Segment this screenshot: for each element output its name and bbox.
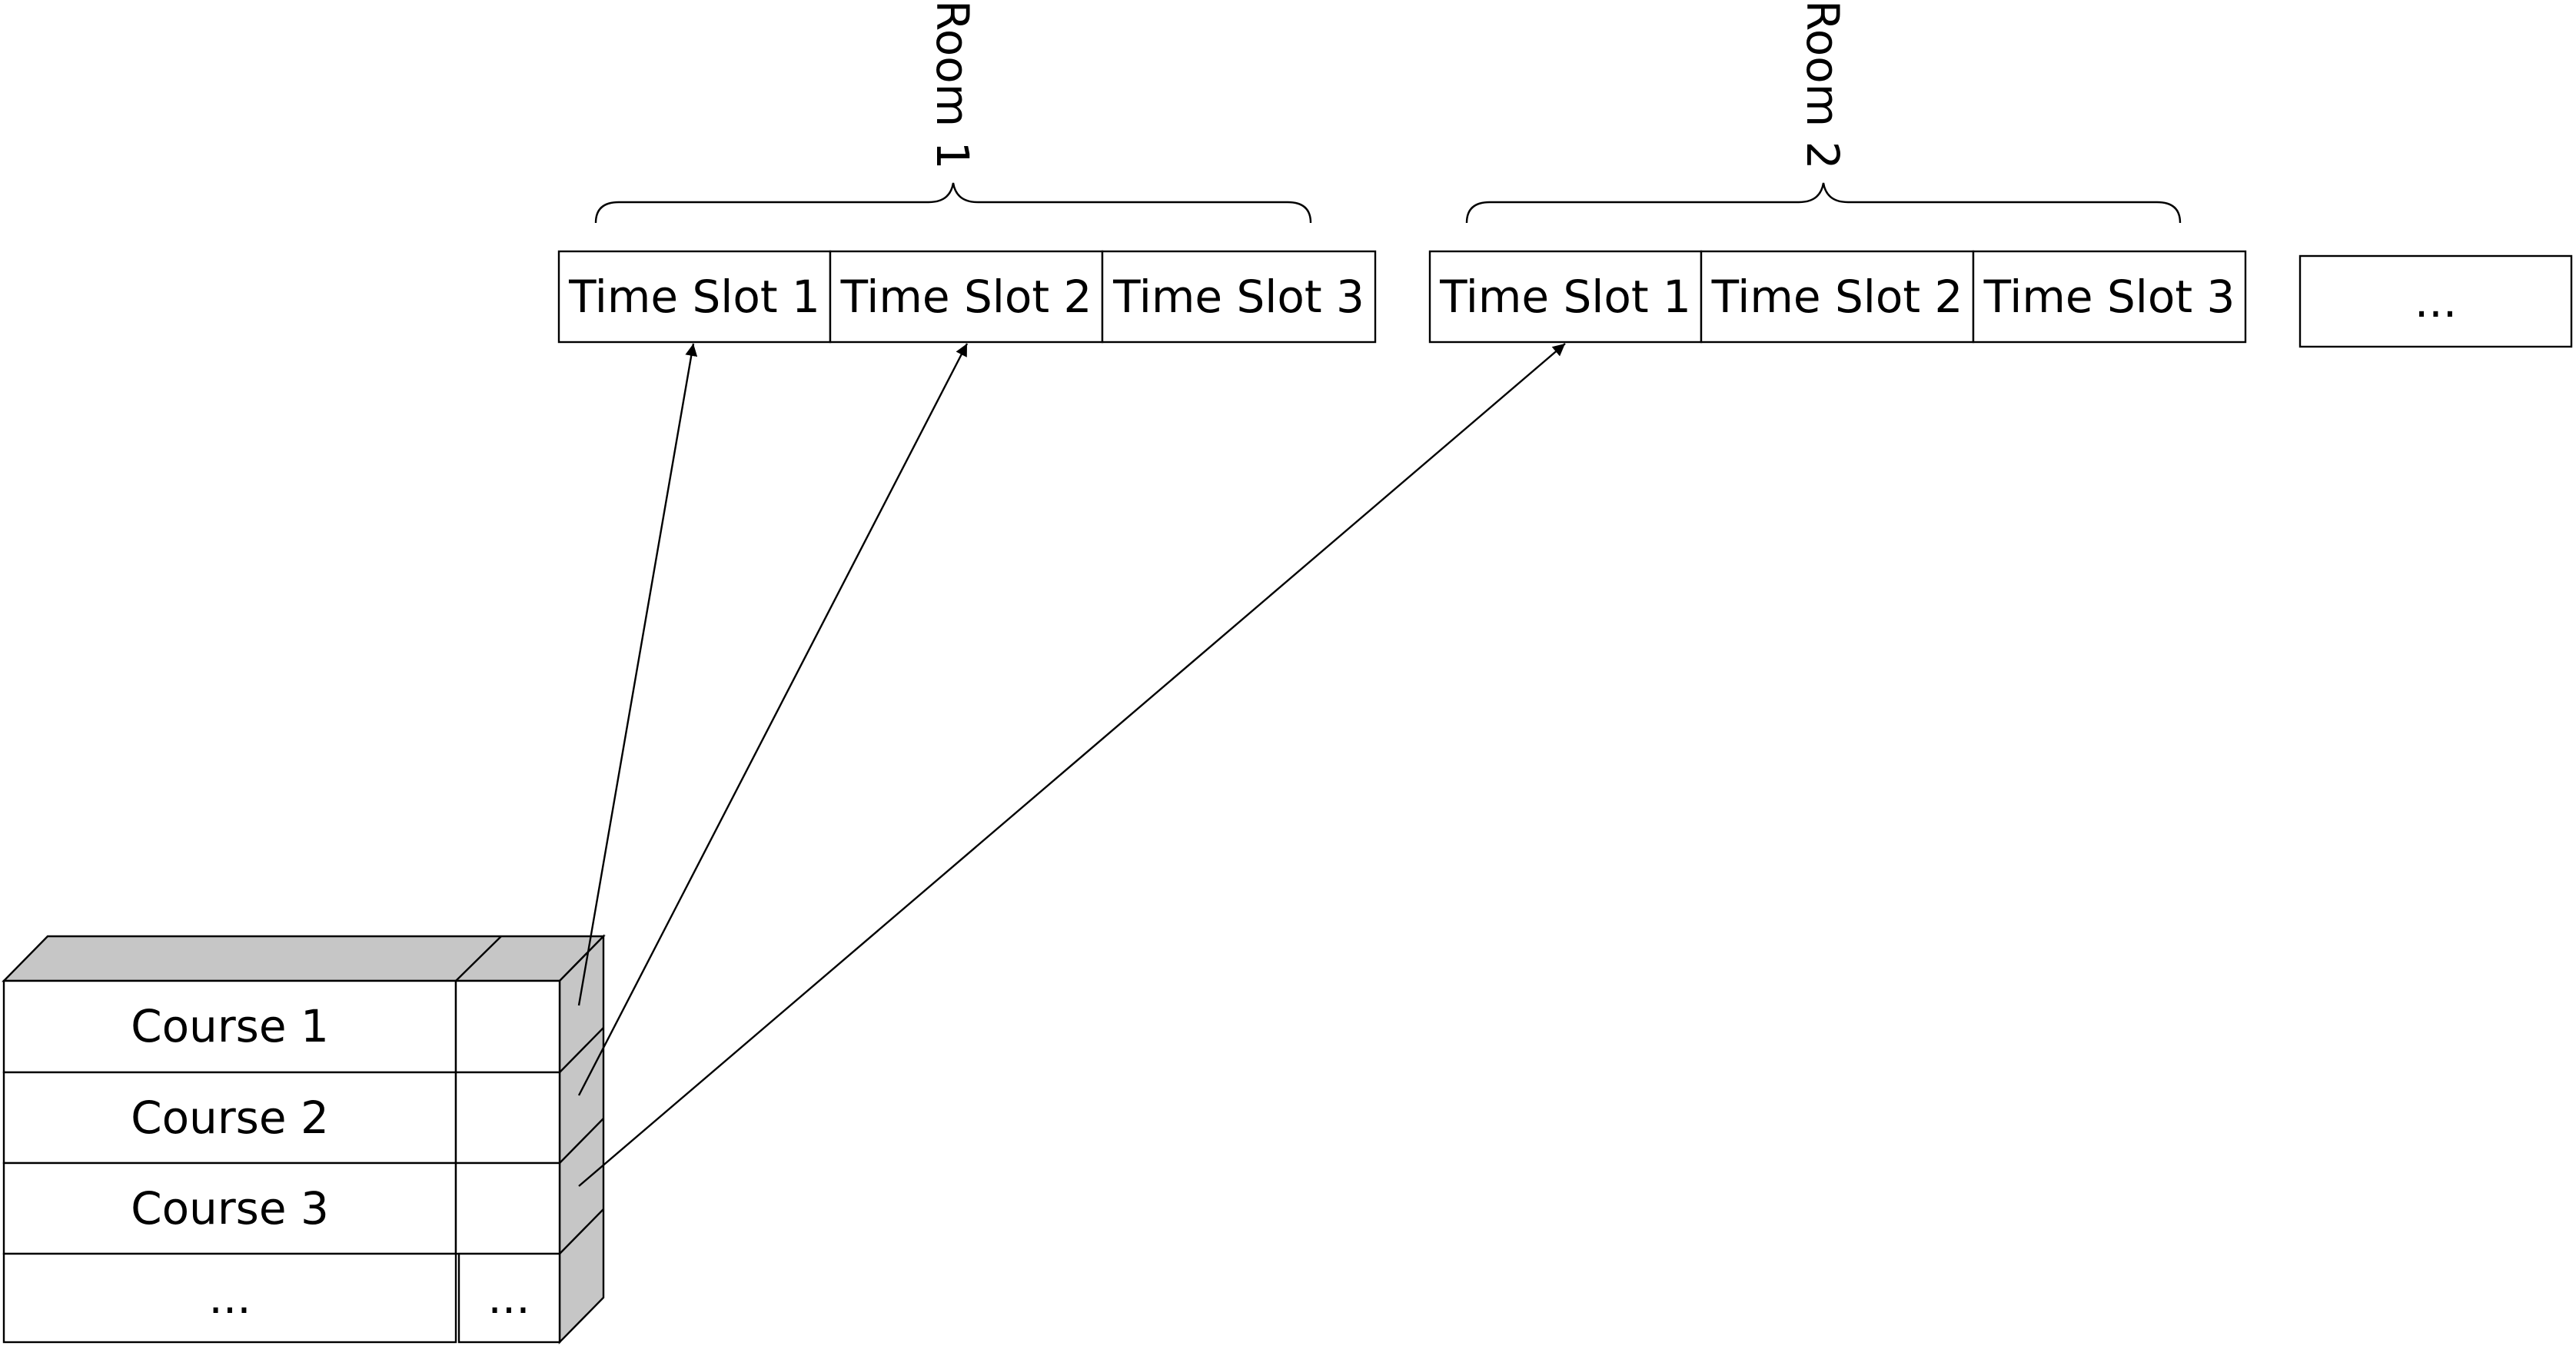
room-2-time-slot-1-label: Time Slot 1 [1439,271,1691,323]
course-stack: Course 1 Course 2 Course 3 ... ... [2,934,606,1344]
course-stack-side-divider-2 [559,1118,604,1164]
course-more-assign-label: ... [487,1271,530,1324]
assignment-arrow-course-2-to-room-1-slot-2 [577,343,969,1096]
room-1-time-slot-2-box [829,250,1104,344]
room-2-time-slot-3-label: Time Slot 3 [1983,271,2235,323]
assignment-arrow-course-3-to-room-2-slot-1 [578,343,1566,1187]
room-1-time-slot-3-box [1101,250,1377,344]
room-1-time-slot-2-label: Time Slot 2 [840,271,1092,323]
course-2-cell [2,1071,457,1165]
more-rooms-box [2298,254,2573,348]
course-1-label: Course 1 [131,1000,329,1052]
room-1-time-slot-1-box [557,250,832,344]
room-1-time-slot-3-label: Time Slot 3 [1112,271,1364,323]
course-stack-side-divider-3 [559,1208,604,1255]
room-2-time-slot-1-box [1428,250,1703,344]
course-stack-side-divider-1 [559,1027,604,1073]
room-1-group: Room 1 Time Slot 1 Time Slot 2 Time Slot… [557,0,1377,344]
room-2-time-slot-3-box [1972,250,2247,344]
course-stack-side-face [558,934,605,1344]
room-1-label: Room 1 [926,0,979,170]
room-2-label: Room 2 [1797,0,1849,170]
room-1-brace [594,182,1312,224]
course-more-label: ... [208,1271,251,1324]
assignment-arrow-course-1-to-room-1-slot-1 [577,343,698,1006]
course-stack-top-divider [455,936,502,982]
room-2-time-slot-2-label: Time Slot 2 [1711,271,1963,323]
course-2-label: Course 2 [131,1092,329,1144]
room-1-time-slot-1-label: Time Slot 1 [568,271,820,323]
course-3-cell [2,1162,457,1255]
course-3-label: Course 3 [131,1182,329,1235]
more-rooms-label: ... [2415,275,2457,327]
room-2-time-slot-2-box [1700,250,1975,344]
room-2-brace [1465,182,2182,224]
course-1-assign-cell [454,979,561,1074]
course-stack-top-face [2,935,606,982]
course-more-assign-cell [457,1252,561,1344]
course-3-assign-cell [454,1162,561,1255]
course-more-cell [2,1252,457,1344]
room-2-group: Room 2 Time Slot 1 Time Slot 2 Time Slot… [1428,0,2247,344]
course-2-assign-cell [454,1071,561,1165]
